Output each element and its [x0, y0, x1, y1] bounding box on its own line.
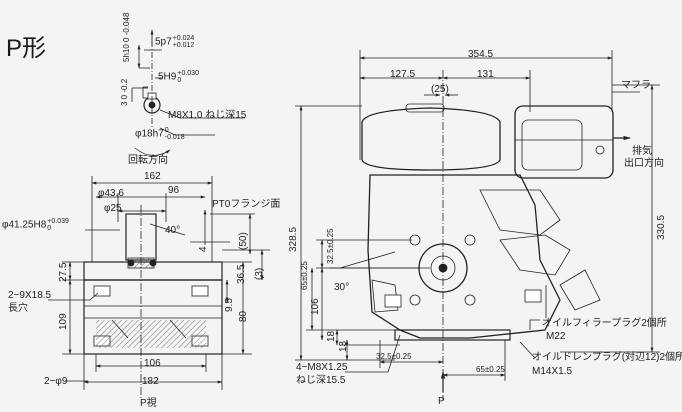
exhaust-label-1: 排気 [632, 146, 652, 157]
dim-65-vertical: 65±0.25 [300, 261, 309, 290]
dim-9-5: 9.5 [224, 298, 235, 312]
dim-96: 96 [168, 185, 180, 196]
key-depth-dim: 3 0 -0.2 [120, 78, 129, 106]
angle-40: 40° [165, 225, 181, 236]
dim-131: 131 [477, 69, 494, 80]
dim-182: 182 [142, 376, 159, 387]
left-view-drawing [48, 176, 270, 400]
rotation-direction-label: 回転方向 [128, 155, 168, 166]
bolt-holes-note: 4−M8X1.25 [296, 362, 348, 373]
dim-106-left: 106 [144, 358, 161, 369]
slots-subnote: 長穴 [8, 303, 28, 314]
slots-note: 2−9X18.5 [8, 290, 52, 301]
dim-106-right: 106 [310, 298, 321, 315]
dim-dia-43-6: φ43.6 [98, 188, 124, 199]
view-p-label: P視 [140, 398, 157, 409]
dim-162: 162 [144, 171, 161, 182]
dim-109: 109 [58, 313, 69, 330]
dim-25-right: (25) [431, 84, 449, 95]
oil-filler-thread: M22 [546, 331, 566, 342]
page-title: P形 [6, 35, 47, 62]
muffler-label: マフラ [621, 80, 651, 91]
dim-127-5: 127.5 [390, 69, 416, 80]
oil-drain-thread: M14X1.5 [532, 366, 573, 377]
dim-328-5: 328.5 [288, 226, 299, 252]
dim-32-5-vertical: 32.5±0.25 [326, 228, 335, 264]
keyway-width-dim: 5p7+0.024+0.012 [155, 35, 195, 49]
dim-dia-25: φ25 [104, 203, 122, 214]
oil-drain-label: オイルドレンプラグ(対辺12)2個所 [532, 352, 682, 363]
dim-330-5: 330.5 [656, 214, 667, 240]
holes-note: 2−φ9 [44, 376, 68, 387]
key-height-dim: 5h10 0 -0.048 [122, 12, 131, 62]
engine-side-view [295, 50, 660, 400]
dim-4: 4 [198, 246, 209, 252]
dim-36-5: 36.5 [236, 264, 247, 284]
exhaust-label-2: 出口方向 [624, 158, 664, 169]
dim-65-horizontal: 65±0.25 [476, 365, 505, 374]
shaft-key-detail [131, 29, 245, 156]
oil-filler-label: オイルフィラープラグ2個所 [542, 318, 667, 329]
dim-18: 18 [326, 330, 337, 342]
bolt-depth-note: ねじ深15.5 [296, 375, 346, 386]
dim-3: (3) [254, 267, 265, 280]
dim-32-5-horizontal: 32.5±0.25 [376, 352, 412, 361]
pto-flange-label: PT0フランジ面 [212, 199, 281, 210]
angle-30: 30° [334, 282, 350, 293]
dim-80: 80 [238, 310, 249, 322]
thread-note: M8X1.0 ねじ深15 [168, 110, 247, 121]
dim-50: (50) [238, 232, 249, 250]
view-arrow-p: P [438, 396, 445, 407]
dim-27-5: 27.5 [58, 262, 69, 282]
dim-354-5: 354.5 [468, 49, 494, 60]
dim-13: 13 [338, 340, 349, 352]
